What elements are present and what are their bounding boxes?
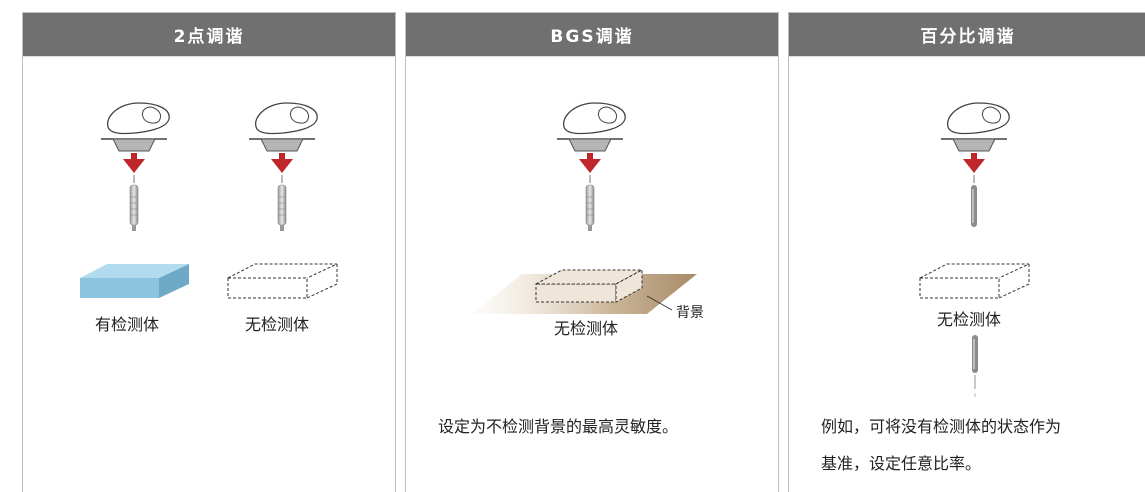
panel-two-point-tuning: 2点调谐 有检测体 bbox=[22, 12, 396, 492]
label-without-object: 无检测体 bbox=[245, 315, 310, 334]
panel-title: 百分比调谐 bbox=[789, 13, 1145, 56]
panel-bgs-tuning: BGS调谐 背景 无检测体 设 bbox=[405, 12, 779, 492]
background-label: 背景 bbox=[676, 305, 704, 321]
workpiece-dashed-icon bbox=[919, 263, 1030, 299]
description: 设定为不检测背景的最高灵敏度。 bbox=[438, 417, 679, 436]
background-surface-icon bbox=[472, 269, 697, 314]
panel-title: 2点调谐 bbox=[23, 13, 395, 56]
description-line: 基准，设定任意比率。 bbox=[821, 454, 982, 473]
panel-percentage-tuning: 百分比调谐 无检测体 例如，可将没有检测体的状态作为 bbox=[788, 12, 1145, 492]
finger-press-icon bbox=[557, 102, 626, 231]
label-without-object: 无检测体 bbox=[554, 319, 619, 338]
finger-press-icon bbox=[249, 102, 318, 231]
finger-press-icon bbox=[101, 102, 170, 231]
label-with-object: 有检测体 bbox=[95, 315, 160, 334]
workpiece-dashed-icon bbox=[227, 263, 338, 299]
label-without-object: 无检测体 bbox=[937, 310, 1002, 329]
panel-title: BGS调谐 bbox=[406, 13, 778, 56]
panel-body: 有检测体 无检测体 bbox=[23, 56, 395, 492]
finger-press-icon bbox=[941, 102, 1010, 227]
workpiece-solid-icon bbox=[80, 264, 189, 298]
description-line: 例如，可将没有检测体的状态作为 bbox=[821, 417, 1062, 436]
panel-body: 无检测体 例如，可将没有检测体的状态作为 基准，设定任意比率。 bbox=[789, 56, 1145, 492]
panel-body: 背景 无检测体 设定为不检测背景的最高灵敏度。 bbox=[406, 56, 778, 492]
sensor-beam-icon bbox=[972, 335, 978, 397]
